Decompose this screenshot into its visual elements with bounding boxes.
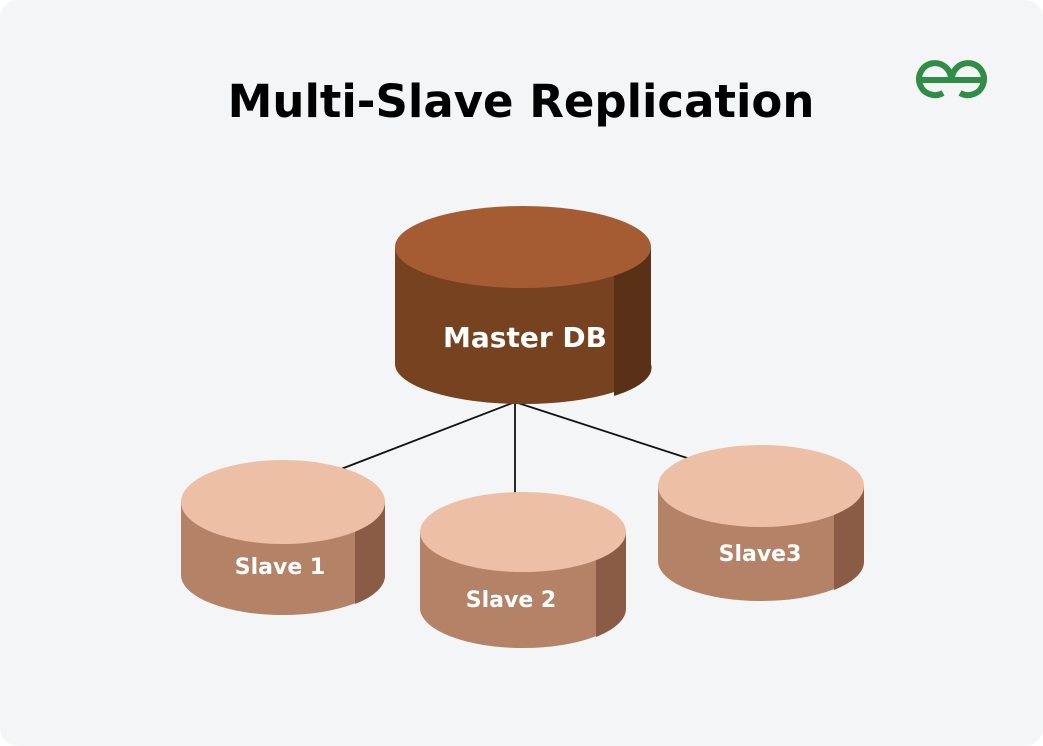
gfg-logo-icon — [916, 60, 987, 99]
master-db-shade — [614, 247, 652, 396]
master-db-label: Master DB — [443, 321, 607, 354]
master-db-body — [395, 247, 651, 404]
slave-1-top — [181, 460, 385, 544]
slave-3-top — [658, 445, 864, 527]
slave-2-label: Slave 2 — [466, 588, 556, 613]
slave-3-shade — [834, 486, 865, 590]
master-db-node: Master DB — [395, 206, 652, 404]
diagram-title: Multi-Slave Replication — [228, 75, 815, 128]
slave-2-node: Slave 2 — [420, 492, 627, 648]
slave-1-node: Slave 1 — [181, 460, 386, 615]
slave-2-shade — [596, 532, 627, 637]
slave-2-top — [420, 492, 626, 572]
slave-3-label: Slave3 — [719, 542, 802, 567]
slave-3-node: Slave3 — [658, 445, 865, 601]
master-db-top — [395, 206, 651, 288]
slave-1-label: Slave 1 — [235, 555, 325, 580]
